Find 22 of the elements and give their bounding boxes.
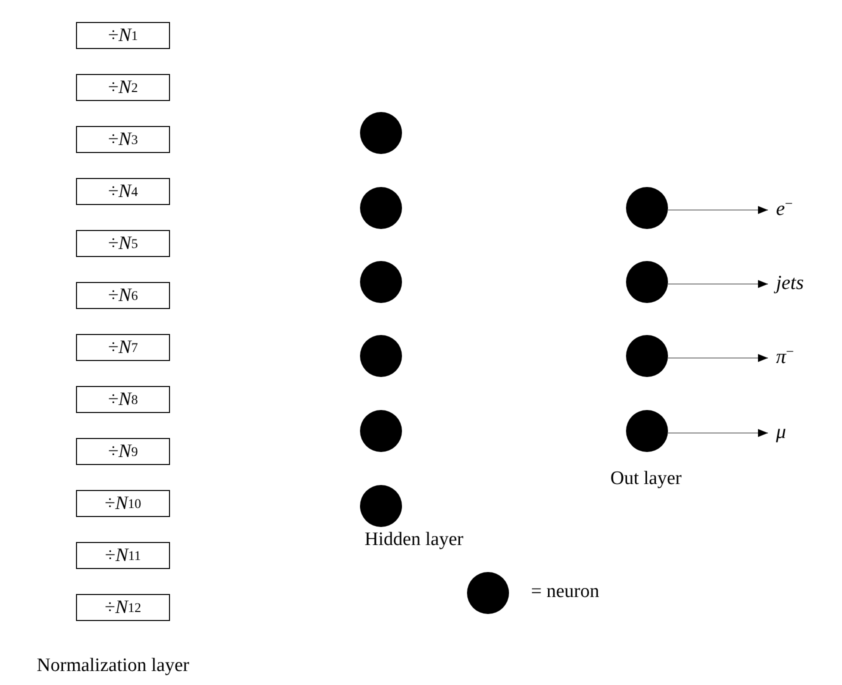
arrow [668, 280, 768, 288]
legend-label: = neuron [531, 581, 600, 604]
output-label: μ [776, 420, 786, 444]
neuron-circle [360, 410, 402, 452]
neuron-circle [360, 261, 402, 303]
neuron-circle [626, 410, 668, 452]
neuron-circle [360, 112, 402, 154]
neuron-circle [360, 485, 402, 527]
arrow [668, 354, 768, 362]
output-label: e$^{−}$ [776, 197, 793, 221]
layer-label: Hidden layer [364, 529, 464, 552]
output-label: π$^{−}$ [776, 345, 794, 369]
neuron-circle [626, 261, 668, 303]
neuron-circle [626, 335, 668, 377]
neuron-circle [360, 335, 402, 377]
neuron-circle [360, 187, 402, 229]
arrow [668, 206, 768, 214]
layer-label: Normalization layer [36, 655, 190, 678]
output-label: jets [776, 271, 804, 295]
layer-label: Out layer [610, 468, 682, 491]
neuron-circle [626, 187, 668, 229]
arrow [668, 429, 768, 437]
